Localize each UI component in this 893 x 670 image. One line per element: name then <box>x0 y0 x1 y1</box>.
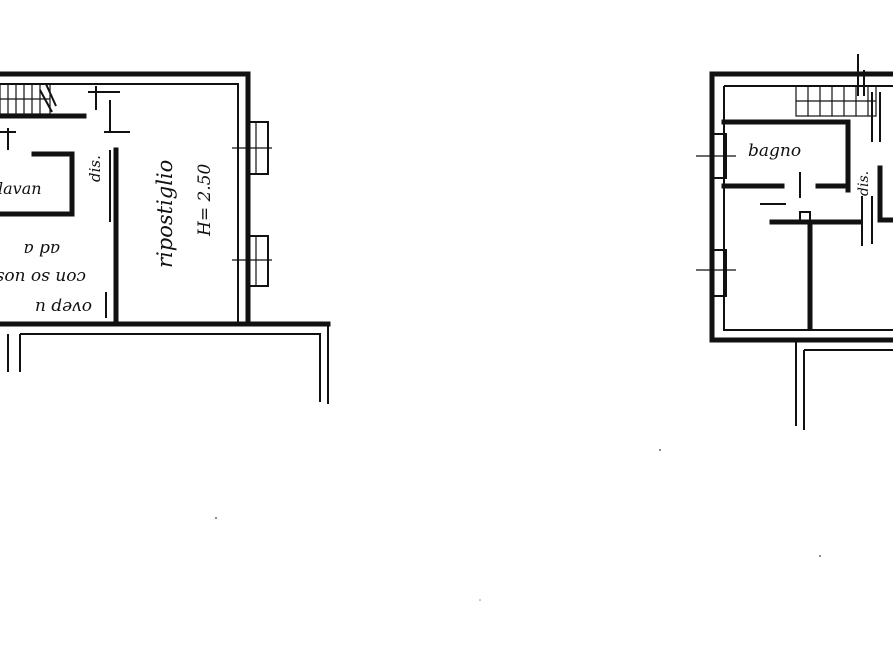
right-dis-marks <box>861 196 873 246</box>
left-inner-wall-top <box>0 83 239 322</box>
scan-specks <box>215 449 821 601</box>
left-balcony-outline <box>7 324 329 404</box>
right-floor-plan: bagno dis. <box>696 54 893 430</box>
left-label-dis: dis. <box>86 155 104 182</box>
left-label-height: H= 2.50 <box>195 163 215 237</box>
left-label-lavanderia: lavan <box>0 179 42 198</box>
left-lavanderia-wall <box>0 151 75 217</box>
right-dis-wall <box>877 165 893 223</box>
left-window-upper <box>232 121 272 175</box>
left-note-line-3: ovep u <box>35 297 92 317</box>
left-partition-thin <box>105 150 111 318</box>
right-stairs <box>795 54 881 142</box>
left-stairs <box>0 83 57 115</box>
right-balcony-outline <box>795 340 893 430</box>
right-window-lower <box>696 249 736 297</box>
right-door-marks <box>760 172 801 205</box>
left-floor-plan: lavan dis. ripostiglio H= 2.50 ad a con … <box>0 71 331 404</box>
left-note-line-2: con so uos <box>0 267 86 287</box>
right-column <box>799 211 811 223</box>
left-note-line-1: ad a <box>23 239 60 259</box>
right-label-dis: dis. <box>856 171 872 196</box>
right-t-partition <box>769 219 863 331</box>
left-label-ripostiglio: ripostiglio <box>153 160 177 268</box>
left-door-swing <box>88 86 130 133</box>
right-label-bagno: bagno <box>748 141 801 161</box>
left-window-lower <box>232 235 272 287</box>
left-small-marks <box>0 128 16 150</box>
right-window-upper <box>696 133 736 179</box>
